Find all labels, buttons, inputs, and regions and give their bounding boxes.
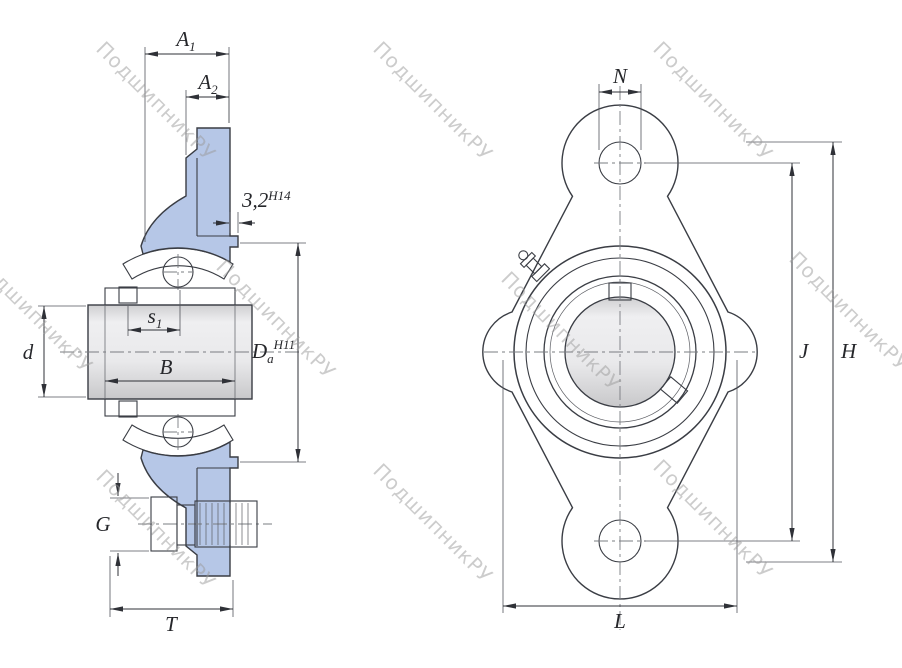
dimension-s1: s1 <box>127 290 181 336</box>
dim-label-g: G <box>95 512 110 536</box>
dimension-l: L <box>502 360 738 633</box>
dim-label-da: DaH11 <box>251 337 295 366</box>
fitting-shank <box>194 500 258 548</box>
set-screw-front-side <box>659 376 689 404</box>
outer-ring-top <box>122 247 234 280</box>
dim-label-s1: s1 <box>148 304 163 331</box>
dimension-a2: A2 <box>185 70 230 155</box>
dim-label-d: d <box>23 340 34 364</box>
watermark-text: ПодшипникРУ <box>368 459 497 588</box>
set-screw-top <box>118 286 138 304</box>
fitting-threads <box>199 503 249 545</box>
dim-label-a2: A2 <box>196 70 218 97</box>
dim-label-t: T <box>165 612 178 636</box>
inner-ring-top <box>104 287 236 306</box>
dimension-g: G <box>95 473 149 576</box>
set-screw-bottom <box>118 400 138 418</box>
dimension-b: B <box>105 355 235 384</box>
watermark-text: ПодшипникРУ <box>91 37 220 166</box>
dim-label-n: N <box>612 64 628 88</box>
dim-label-h: H <box>840 339 858 363</box>
dimension-a1: A1 <box>144 27 230 242</box>
inner-ring-bottom <box>104 398 236 417</box>
outer-ring-bottom <box>122 424 234 457</box>
dimension-t: T <box>109 556 234 636</box>
dim-label-groove: 3,2H14 <box>241 188 291 212</box>
dim-label-a1: A1 <box>174 27 195 54</box>
front-view: N J H L <box>482 64 858 633</box>
dim-label-l: L <box>613 609 626 633</box>
dimension-da: DaH11 <box>240 242 306 463</box>
dimension-d: d <box>23 305 86 398</box>
watermark-text: ПодшипникРУ <box>368 37 497 166</box>
section-view: A1 A2 3,2H14 d s1 <box>23 27 306 636</box>
grease-nipple <box>518 250 551 283</box>
dimension-n: N <box>598 64 642 150</box>
dim-label-b: B <box>160 355 173 379</box>
grease-fitting-section <box>138 496 272 552</box>
watermark-text: ПодшипникРУ <box>0 249 98 378</box>
dimension-j: J <box>644 162 810 542</box>
dimension-h: H <box>746 141 858 563</box>
dim-label-j: J <box>799 339 810 363</box>
dimension-groove: 3,2H14 <box>213 188 291 233</box>
